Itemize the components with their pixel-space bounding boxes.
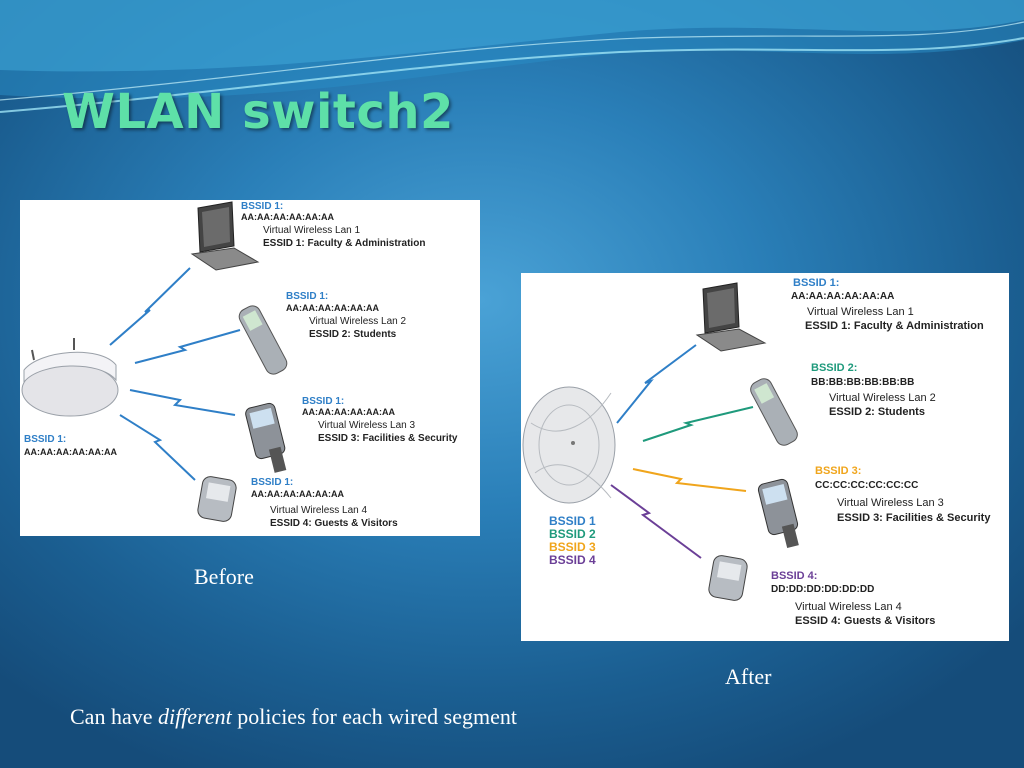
laptop-icon	[190, 201, 260, 271]
legend-bssid4: BSSID 4	[549, 553, 596, 567]
signal-bolts	[109, 267, 241, 481]
before-dev3-essid: ESSID 3: Facilities & Security	[318, 433, 458, 444]
footer-note: Can have different policies for each wir…	[70, 704, 517, 730]
after-caption: After	[725, 664, 772, 689]
after-dev4-mac: DD:DD:DD:DD:DD:DD	[771, 584, 874, 595]
before-dev4-bssid: BSSID 1:	[251, 477, 293, 488]
phone-icon	[238, 305, 288, 375]
after-dev3-mac: CC:CC:CC:CC:CC:CC	[815, 480, 918, 491]
after-dev2-bssid: BSSID 2:	[811, 362, 857, 374]
signal-bssid2	[642, 406, 754, 442]
signal-bssid4	[610, 484, 702, 559]
before-diagram: BSSID 1: AA:AA:AA:AA:AA:AA BSSID 1: AA:A…	[20, 200, 480, 536]
after-dev1-essid: ESSID 1: Faculty & Administration	[805, 320, 984, 332]
before-dev2-vlan: Virtual Wireless Lan 2	[309, 316, 407, 327]
after-dev1-mac: AA:AA:AA:AA:AA:AA	[791, 291, 894, 302]
after-dev2-vlan: Virtual Wireless Lan 2	[829, 392, 936, 404]
before-dev3-vlan: Virtual Wireless Lan 3	[318, 420, 416, 431]
dish-antenna-icon	[522, 386, 616, 504]
after-dev3-essid: ESSID 3: Facilities & Security	[837, 512, 991, 524]
laptop-icon	[695, 282, 767, 352]
after-dev2-mac: BB:BB:BB:BB:BB:BB	[811, 377, 914, 388]
before-dev2-bssid: BSSID 1:	[286, 291, 328, 302]
signal-bssid1	[616, 344, 697, 424]
before-dev4-mac: AA:AA:AA:AA:AA:AA	[251, 489, 344, 499]
footer-suffix: policies for each wired segment	[231, 704, 517, 729]
before-caption: Before	[194, 564, 254, 589]
after-dev4-essid: ESSID 4: Guests & Visitors	[795, 615, 935, 627]
after-dev1-vlan: Virtual Wireless Lan 1	[807, 306, 914, 318]
before-dev1-essid: ESSID 1: Faculty & Administration	[263, 238, 425, 249]
pda-icon	[197, 476, 237, 522]
before-dev4-vlan: Virtual Wireless Lan 4	[270, 505, 368, 516]
before-dev1-vlan: Virtual Wireless Lan 1	[263, 225, 361, 236]
after-dev4-vlan: Virtual Wireless Lan 4	[795, 601, 902, 613]
slide-title: WLAN switch2	[62, 84, 454, 140]
before-dev2-mac: AA:AA:AA:AA:AA:AA	[286, 303, 379, 313]
handheld-scanner-icon	[245, 402, 287, 473]
before-dev2-essid: ESSID 2: Students	[309, 329, 397, 340]
before-dev3-mac: AA:AA:AA:AA:AA:AA	[302, 407, 395, 417]
before-ap-bssid: BSSID 1:	[24, 434, 66, 445]
phone-icon	[750, 378, 798, 446]
pda-icon	[708, 555, 748, 601]
footer-emphasis: different	[157, 704, 232, 729]
legend-bssid2: BSSID 2	[549, 527, 596, 541]
handheld-scanner-icon	[757, 478, 799, 548]
legend-bssid3: BSSID 3	[549, 540, 596, 554]
after-diagram: BSSID 1 BSSID 2 BSSID 3 BSSID 4 BSSID 1:…	[521, 273, 1009, 641]
after-dev1-bssid: BSSID 1:	[793, 277, 839, 289]
after-dev3-vlan: Virtual Wireless Lan 3	[837, 497, 944, 509]
before-dev1-mac: AA:AA:AA:AA:AA:AA	[241, 212, 334, 222]
after-dev2-essid: ESSID 2: Students	[829, 406, 925, 418]
before-dev1-bssid: BSSID 1:	[241, 201, 283, 212]
before-ap-mac: AA:AA:AA:AA:AA:AA	[24, 447, 117, 457]
before-dev3-bssid: BSSID 1:	[302, 396, 344, 407]
signal-bssid3	[632, 468, 747, 492]
legend-bssid1: BSSID 1	[549, 514, 596, 528]
access-point-icon	[21, 338, 119, 417]
footer-prefix: Can have	[70, 704, 158, 729]
after-dev4-bssid: BSSID 4:	[771, 570, 817, 582]
after-dev3-bssid: BSSID 3:	[815, 465, 861, 477]
header-wave	[0, 0, 1024, 113]
before-dev4-essid: ESSID 4: Guests & Visitors	[270, 518, 398, 529]
